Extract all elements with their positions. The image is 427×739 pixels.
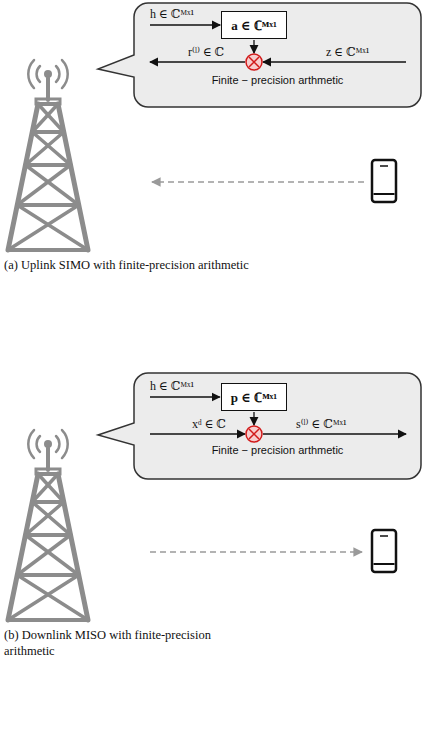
- data-symbol-arrow: [150, 433, 245, 434]
- multiplier-symbol: [246, 54, 262, 70]
- base-station-tower: [8, 60, 88, 250]
- signal-label: h ∈ ℂᴹˣ¹: [150, 379, 194, 394]
- weight-arrow: [253, 412, 254, 425]
- vector-box: a ∈ ℂᴹˣ¹: [221, 11, 287, 39]
- base-station-tower: [8, 430, 88, 620]
- multiplier-symbol: [246, 426, 262, 442]
- vector-label: a ∈ ℂᴹˣ¹: [222, 12, 286, 38]
- channel-input-arrow: [150, 24, 220, 25]
- precoded-output-arrow: [263, 433, 406, 434]
- figure-caption: (b) Downlink MISO with finite-precision …: [4, 627, 222, 660]
- weight-arrow: [253, 40, 254, 53]
- output-arrow: [150, 61, 245, 62]
- signal-label: xᵈ ∈ ℂ: [192, 417, 226, 432]
- downlink-dashed-arrow: [150, 551, 362, 553]
- signal-label: h ∈ ℂᴹˣ¹: [150, 7, 194, 22]
- tower-lattice: [8, 430, 88, 620]
- phone-icon: [372, 530, 396, 572]
- arithmetic-note: Finite − precision arthmetic: [134, 444, 421, 456]
- signal-label: s⁽ˡ⁾ ∈ ℂᴹˣ¹: [296, 417, 347, 432]
- signal-label: z ∈ ℂᴹˣ¹: [326, 45, 369, 60]
- received-signal-arrow: [263, 61, 406, 62]
- phone-icon: [372, 160, 396, 202]
- uplink-dashed-arrow: [152, 181, 364, 183]
- signal-label: r⁽ˡ⁾ ∈ ℂ: [188, 45, 224, 60]
- channel-input-arrow: [150, 396, 220, 397]
- vector-label: p ∈ ℂᴹˣ¹: [222, 384, 286, 410]
- tower-lattice: [8, 60, 88, 250]
- arithmetic-note: Finite − precision arthmetic: [134, 74, 421, 86]
- vector-box: p ∈ ℂᴹˣ¹: [221, 383, 287, 411]
- figure-caption: (a) Uplink SIMO with finite-precision ar…: [4, 257, 324, 273]
